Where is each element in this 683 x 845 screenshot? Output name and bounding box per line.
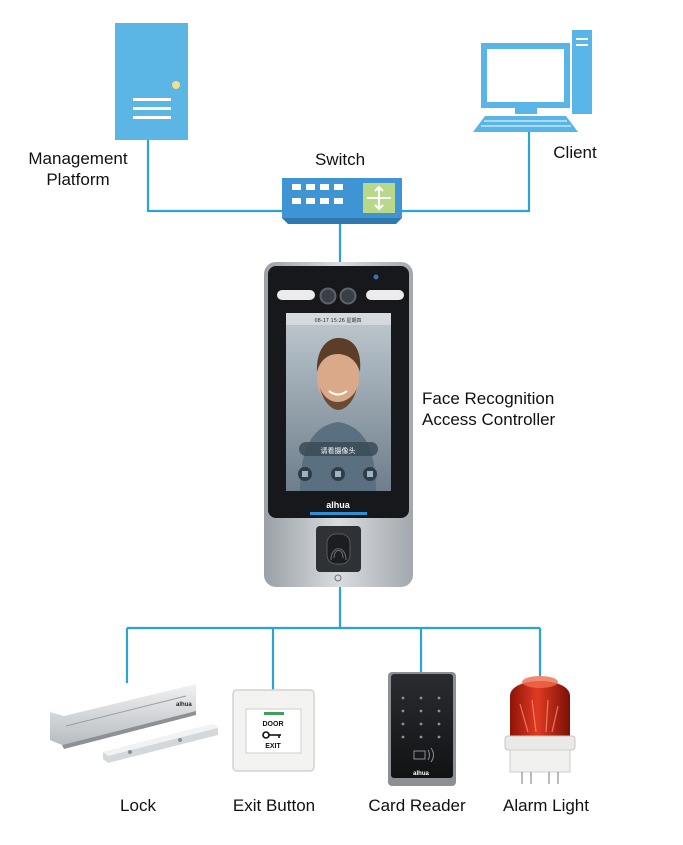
label-controller-line1: Face Recognition (422, 389, 555, 408)
line-platform-switch (146, 140, 282, 213)
lock-brand-logo: alhua (176, 702, 192, 708)
label-management-platform-line2: Platform (46, 170, 110, 189)
card-reader-icon (388, 672, 456, 786)
exit-button-icon (232, 689, 315, 772)
server-icon (115, 23, 188, 140)
controller-screen-caption: 请看摄像头 (321, 446, 356, 455)
exit-button-text-exit: EXIT (265, 743, 281, 750)
label-management-platform: Management Platform (14, 148, 142, 190)
label-face-recognition-controller: Face Recognition Access Controller (422, 388, 555, 430)
label-controller-line2: Access Controller (422, 410, 556, 429)
magnetic-lock-icon (50, 680, 218, 763)
controller-screen (286, 313, 391, 491)
connector-lines (125, 132, 542, 690)
network-switch-icon (282, 178, 402, 224)
controller-brand-logo: alhua (326, 500, 351, 510)
label-alarm-light: Alarm Light (503, 796, 589, 815)
label-management-platform-line1: Management (28, 149, 128, 168)
face-recognition-controller (264, 262, 413, 587)
line-client-switch (402, 132, 531, 213)
alarm-light-icon (504, 676, 576, 784)
desktop-computer-icon (473, 30, 592, 132)
label-exit-button: Exit Button (232, 796, 316, 815)
label-lock: Lock (120, 796, 156, 815)
label-switch: Switch (314, 150, 366, 169)
label-client: Client (553, 143, 597, 162)
controller-screen-status: 08-17 15:26 星期四 (314, 318, 361, 324)
exit-button-text-door: DOOR (263, 721, 284, 728)
label-card-reader: Card Reader (368, 796, 466, 815)
card-reader-brand-logo: alhua (413, 771, 429, 777)
